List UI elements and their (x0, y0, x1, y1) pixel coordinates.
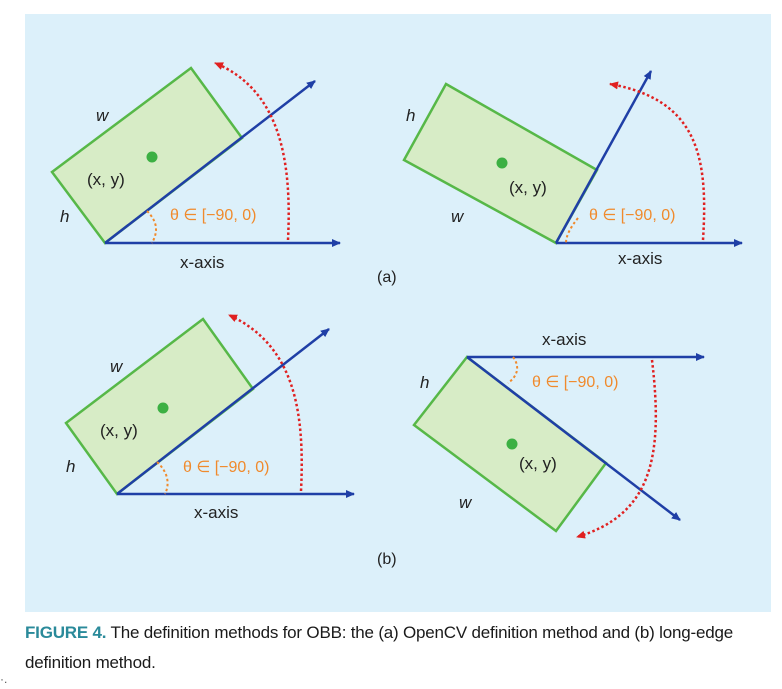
center-dot (496, 157, 508, 169)
h-label: h (66, 457, 75, 476)
diagram-a-left: w h (x, y) θ ∈ [−90, 0) x-axis (50, 61, 341, 272)
h-label: h (406, 106, 415, 125)
caption-label: FIGURE 4. (25, 623, 107, 642)
angle-arc (565, 217, 579, 244)
w-label: w (96, 106, 110, 125)
rotated-axis-arrow (116, 328, 330, 495)
rotation-direction-arrow (576, 359, 658, 539)
diagram-a-right: h w (x, y) θ ∈ [−90, 0) x-axis (402, 70, 743, 268)
center-label: (x, y) (509, 178, 547, 197)
w-label: w (110, 357, 124, 376)
caption-text: The definition methods for OBB: the (a) … (25, 623, 733, 672)
w-label: w (451, 207, 465, 226)
rotated-axis-arrow (104, 80, 316, 244)
figure-caption: FIGURE 4. The definition methods for OBB… (25, 618, 765, 678)
center-dot (157, 402, 169, 414)
theta-label: θ ∈ [−90, 0) (589, 207, 675, 224)
subfigure-label-b: (b) (377, 551, 397, 568)
rotated-axis-arrow (554, 70, 653, 244)
x-axis-label: x-axis (180, 253, 224, 272)
theta-label: θ ∈ [−90, 0) (532, 374, 618, 391)
angle-arc (156, 461, 169, 495)
theta-label: θ ∈ [−90, 0) (183, 459, 269, 476)
center-label: (x, y) (519, 454, 557, 473)
x-axis-label: x-axis (618, 249, 662, 268)
subfigure-label-a: (a) (377, 269, 397, 286)
angle-arc (507, 356, 519, 384)
theta-label: θ ∈ [−90, 0) (170, 207, 256, 224)
h-label: h (60, 207, 69, 226)
x-axis-label: x-axis (194, 503, 238, 522)
h-label: h (420, 373, 429, 392)
angle-arc (146, 210, 157, 244)
x-axis-label: x-axis (542, 330, 586, 349)
center-label: (x, y) (100, 421, 138, 440)
w-label: w (459, 493, 473, 512)
rotation-direction-arrow (214, 61, 290, 241)
center-dot (146, 151, 158, 163)
diagram-b-right: x-axis h θ ∈ [−90, 0) (x, y) w (412, 330, 705, 539)
center-dot (506, 438, 518, 450)
diagram-b-left: w h (x, y) θ ∈ [−90, 0) x-axis (64, 313, 355, 522)
center-label: (x, y) (87, 170, 125, 189)
stray-mark: ·. (0, 672, 8, 686)
rotated-axis-arrow (466, 356, 681, 521)
